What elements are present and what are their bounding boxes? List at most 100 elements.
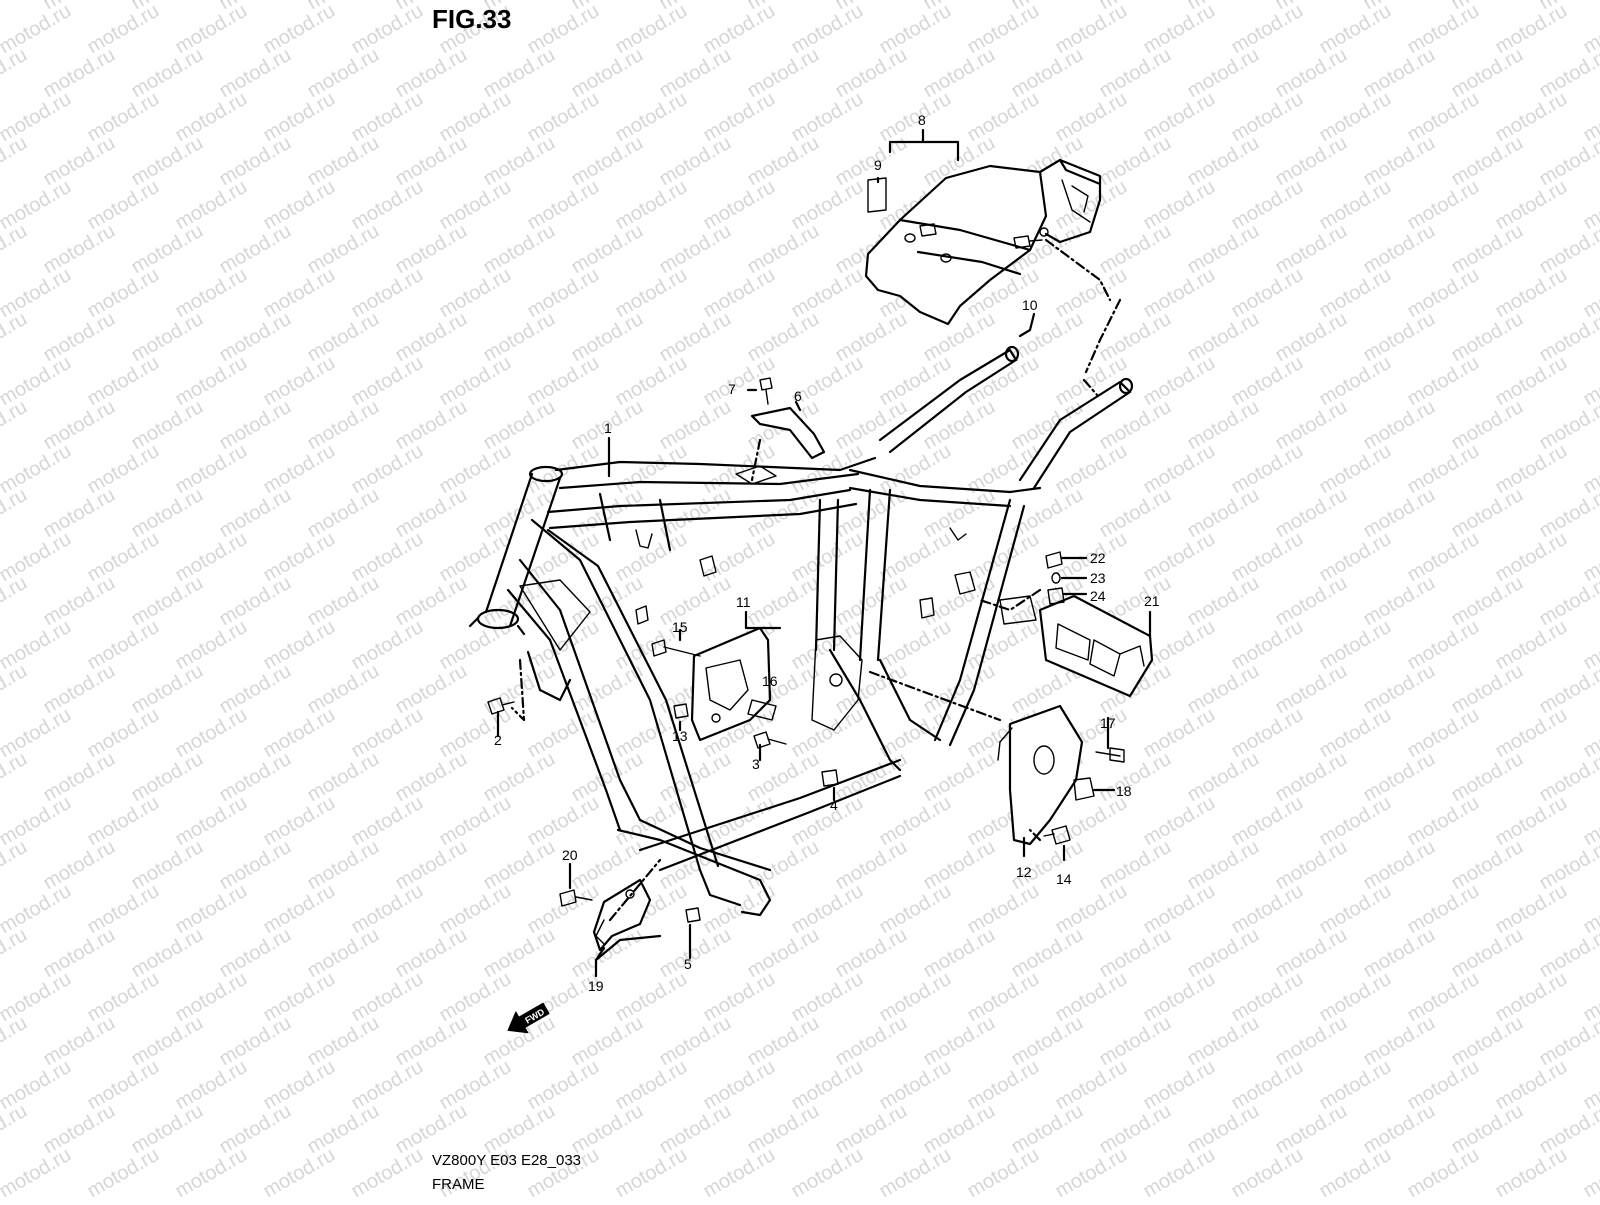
watermark-text: motod.ru	[172, 176, 251, 235]
watermark-text: motod.ru	[1184, 44, 1263, 103]
watermark-text: motod.ru	[348, 176, 427, 235]
watermark-text: motod.ru	[392, 308, 471, 367]
watermark-text: motod.ru	[1052, 0, 1131, 58]
watermark-text: motod.ru	[216, 660, 295, 719]
watermark-text: motod.ru	[436, 528, 515, 587]
watermark-text: motod.ru	[1140, 352, 1219, 411]
watermark-text: motod.ru	[832, 1100, 911, 1159]
watermark-text: motod.ru	[304, 1012, 383, 1071]
watermark-text: motod.ru	[172, 352, 251, 411]
watermark-text: motod.ru	[788, 0, 867, 58]
watermark-text: motod.ru	[612, 1144, 691, 1200]
watermark-text: motod.ru	[656, 572, 735, 631]
watermark-text: motod.ru	[1052, 88, 1131, 147]
watermark-text: motod.ru	[700, 176, 779, 235]
watermark-text: motod.ru	[0, 924, 31, 983]
watermark-text: motod.ru	[788, 968, 867, 1027]
watermark-text: motod.ru	[480, 396, 559, 455]
callout-4: 4	[830, 797, 838, 813]
watermark-text: motod.ru	[700, 968, 779, 1027]
callout-9: 9	[874, 157, 882, 173]
watermark-text: motod.ru	[1404, 704, 1483, 763]
watermark-text: motod.ru	[1404, 440, 1483, 499]
watermark-text: motod.ru	[40, 660, 119, 719]
watermark-text: motod.ru	[1272, 132, 1351, 191]
watermark-text: motod.ru	[1492, 528, 1571, 587]
watermark-text: motod.ru	[172, 528, 251, 587]
watermark-text: motod.ru	[1448, 308, 1527, 367]
watermark-text: motod.ru	[1096, 1100, 1175, 1159]
watermark-text: motod.ru	[0, 220, 31, 279]
callout-7: 7	[728, 381, 736, 397]
watermark-text: motod.ru	[876, 440, 955, 499]
watermark-text: motod.ru	[128, 836, 207, 895]
callout-24: 24	[1090, 588, 1106, 604]
watermark-text: motod.ru	[1228, 88, 1307, 147]
watermark-text: motod.ru	[0, 1012, 31, 1071]
watermark-text: motod.ru	[1272, 308, 1351, 367]
watermark-text: motod.ru	[1228, 528, 1307, 587]
watermark-text: motod.ru	[1140, 0, 1219, 58]
watermark-text: motod.ru	[1272, 572, 1351, 631]
watermark-text: motod.ru	[1228, 352, 1307, 411]
watermark-text: motod.ru	[1316, 528, 1395, 587]
watermark-text: motod.ru	[568, 220, 647, 279]
watermark-text: motod.ru	[392, 660, 471, 719]
watermark-text: motod.ru	[1360, 836, 1439, 895]
watermark-text: motod.ru	[436, 88, 515, 147]
watermark-text: motod.ru	[1272, 220, 1351, 279]
watermark-text: motod.ru	[480, 924, 559, 983]
watermark-text: motod.ru	[744, 220, 823, 279]
watermark-text: motod.ru	[392, 132, 471, 191]
watermark-text: motod.ru	[964, 352, 1043, 411]
watermark-text: motod.ru	[436, 176, 515, 235]
watermark-text: motod.ru	[1228, 880, 1307, 939]
watermark-text: motod.ru	[392, 396, 471, 455]
watermark-text: motod.ru	[920, 1100, 999, 1159]
watermark-text: motod.ru	[1536, 220, 1600, 279]
watermark-text: motod.ru	[1360, 1100, 1439, 1159]
watermark-text: motod.ru	[348, 440, 427, 499]
watermark-text: motod.ru	[128, 484, 207, 543]
watermark-text: motod.ru	[788, 616, 867, 675]
callout-11: 11	[736, 594, 751, 610]
watermark-text: motod.ru	[40, 44, 119, 103]
watermark-text: motod.ru	[0, 132, 31, 191]
watermark-text: motod.ru	[1448, 748, 1527, 807]
watermark-text: motod.ru	[216, 220, 295, 279]
watermark-text: motod.ru	[1052, 440, 1131, 499]
watermark-text: motod.ru	[1140, 440, 1219, 499]
watermark-text: motod.ru	[348, 880, 427, 939]
watermark-text: motod.ru	[920, 484, 999, 543]
watermark-text: motod.ru	[656, 132, 735, 191]
watermark-text: motod.ru	[304, 220, 383, 279]
watermark-text: motod.ru	[920, 660, 999, 719]
watermark-text: motod.ru	[524, 176, 603, 235]
watermark-text: motod.ru	[0, 0, 31, 14]
watermark-text: motod.ru	[1184, 572, 1263, 631]
watermark-text: motod.ru	[392, 836, 471, 895]
watermark-text: motod.ru	[172, 440, 251, 499]
watermark-text: motod.ru	[964, 0, 1043, 58]
watermark-text: motod.ru	[1404, 176, 1483, 235]
watermark-text: motod.ru	[612, 176, 691, 235]
watermark-text: motod.ru	[392, 484, 471, 543]
watermark-text: motod.ru	[700, 264, 779, 323]
watermark-text: motod.ru	[0, 396, 31, 455]
watermark-text: motod.ru	[1404, 968, 1483, 1027]
watermark-text: motod.ru	[304, 396, 383, 455]
watermark-text: motod.ru	[1404, 1144, 1483, 1200]
watermark-text: motod.ru	[1492, 792, 1571, 851]
watermark-text: motod.ru	[1096, 836, 1175, 895]
watermark-text: motod.ru	[1316, 792, 1395, 851]
watermark-text: motod.ru	[1360, 132, 1439, 191]
watermark-text: motod.ru	[348, 704, 427, 763]
watermark-text: motod.ru	[84, 616, 163, 675]
callout-2: 2	[494, 732, 502, 748]
watermark-text: motod.ru	[1492, 440, 1571, 499]
watermark-text: motod.ru	[1448, 660, 1527, 719]
watermark-text: motod.ru	[1536, 132, 1600, 191]
watermark-text: motod.ru	[348, 352, 427, 411]
watermark-text: motod.ru	[920, 44, 999, 103]
watermark-text: motod.ru	[216, 1012, 295, 1071]
